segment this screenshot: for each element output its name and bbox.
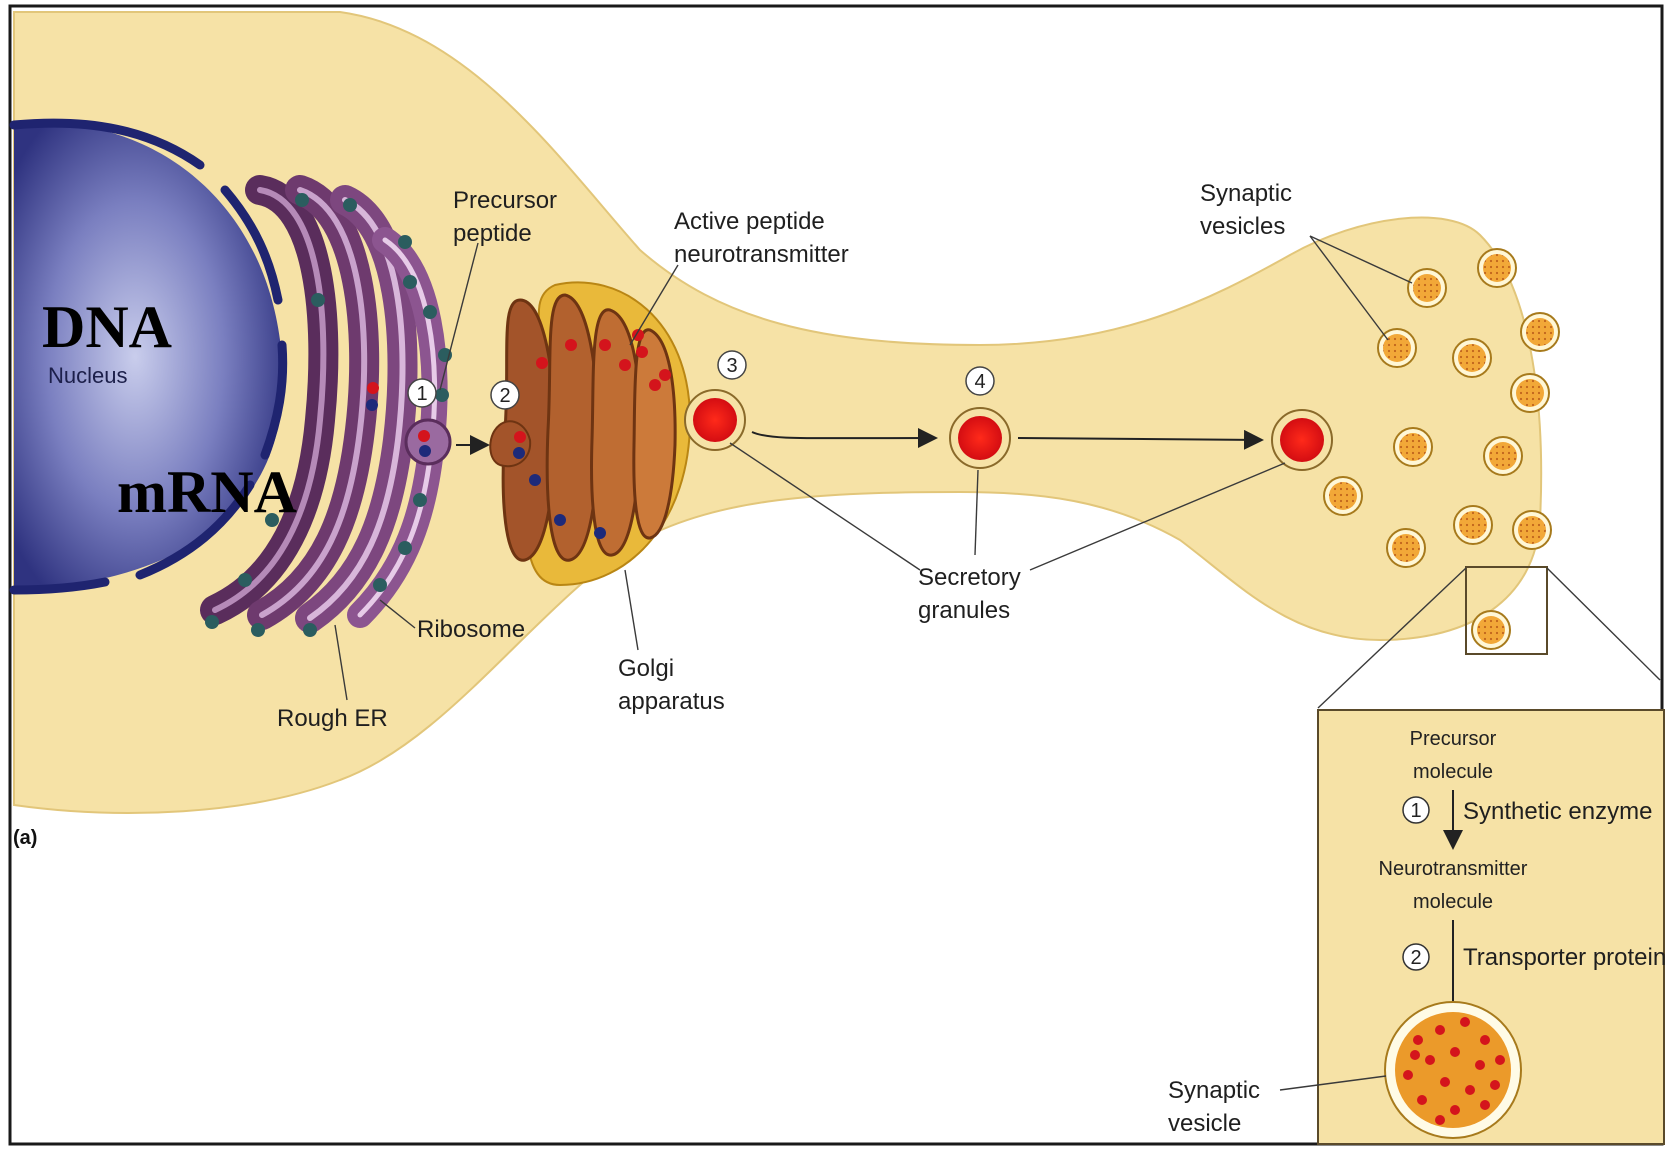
secretory-granule-4 bbox=[950, 408, 1010, 468]
inset-step1-label: Synthetic enzyme bbox=[1463, 798, 1652, 825]
synaptic-vesicles-label-line2: vesicles bbox=[1200, 213, 1285, 240]
mrna-label: mRNA bbox=[117, 459, 297, 525]
step-badge-4: 4 bbox=[966, 367, 994, 395]
inset-neuro-line2: molecule bbox=[1413, 891, 1493, 913]
ribosome-label: Ribosome bbox=[417, 616, 525, 643]
golgi-label-line2: apparatus bbox=[618, 688, 725, 715]
golgi-label-line1: Golgi bbox=[618, 655, 674, 682]
step-badge-1: 1 bbox=[408, 379, 436, 407]
inset-step2-label: Transporter protein bbox=[1463, 944, 1666, 971]
precursor-peptide-label-line1: Precursor bbox=[453, 187, 557, 214]
inset-synaptic-vesicle bbox=[1385, 1002, 1521, 1138]
svg-text:1: 1 bbox=[416, 383, 427, 405]
dna-label: DNA bbox=[42, 294, 172, 360]
inset-vesicle-label-line2: vesicle bbox=[1168, 1110, 1241, 1137]
inset-precursor-line1: Precursor bbox=[1410, 728, 1497, 750]
active-peptide-label-line2: neurotransmitter bbox=[674, 241, 849, 268]
svg-text:4: 4 bbox=[974, 371, 985, 393]
step-badge-2: 2 bbox=[491, 381, 519, 409]
step-badge-3: 3 bbox=[718, 351, 746, 379]
nucleus-label: Nucleus bbox=[48, 363, 127, 388]
synaptic-vesicles-label-line1: Synaptic bbox=[1200, 180, 1292, 207]
precursor-peptide-label-line2: peptide bbox=[453, 220, 532, 247]
inset-vesicle-label-line1: Synaptic bbox=[1168, 1077, 1260, 1104]
secretory-granules-label-line2: granules bbox=[918, 597, 1010, 624]
rough-er-label: Rough ER bbox=[277, 705, 388, 732]
secretory-granule-3 bbox=[685, 390, 745, 450]
panel-letter: (a) bbox=[13, 827, 37, 849]
inset-step2-number: 2 bbox=[1410, 947, 1421, 969]
svg-text:3: 3 bbox=[726, 355, 737, 377]
secretory-granule-terminal bbox=[1272, 410, 1332, 470]
svg-text:2: 2 bbox=[499, 385, 510, 407]
active-peptide-label-line1: Active peptide bbox=[674, 208, 825, 235]
inset-step1-number: 1 bbox=[1410, 800, 1421, 822]
inset-precursor-line2: molecule bbox=[1413, 761, 1493, 783]
inset-neuro-line1: Neurotransmitter bbox=[1379, 858, 1528, 880]
secretory-granules-label-line1: Secretory bbox=[918, 564, 1021, 591]
inset-panel: Precursor molecule 1 Synthetic enzyme Ne… bbox=[1280, 710, 1666, 1144]
